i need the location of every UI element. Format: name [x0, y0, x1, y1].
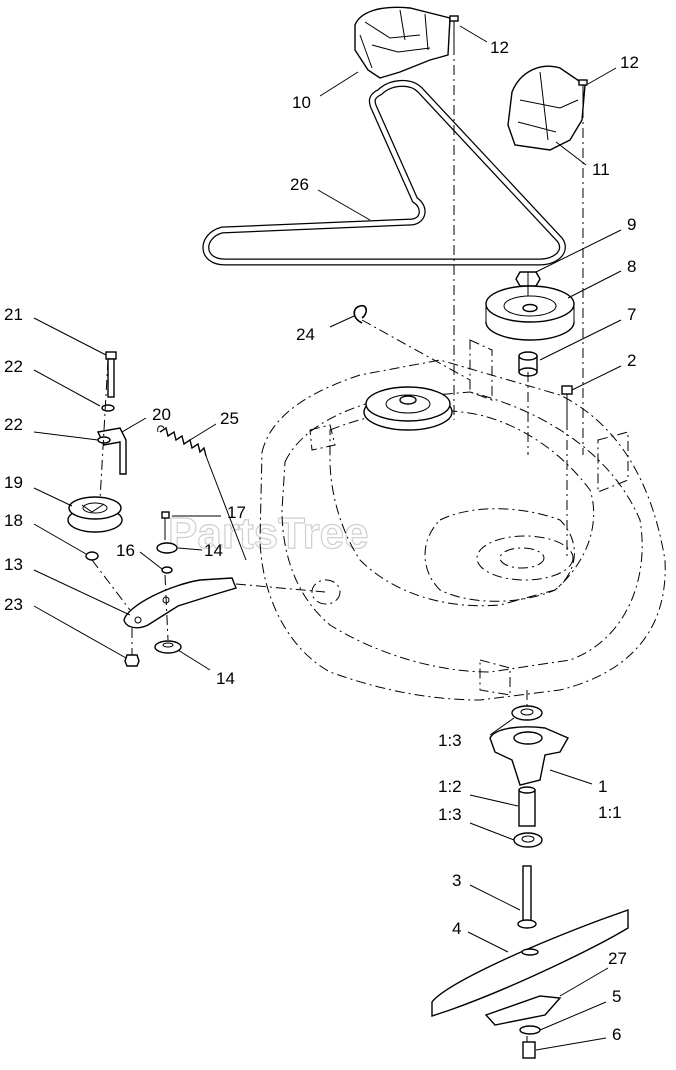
- spacer-14-upper: [156, 542, 178, 554]
- idler-arm-13: [123, 577, 237, 629]
- washer-22-upper: [101, 404, 115, 412]
- callout-23: 23: [4, 595, 23, 614]
- spindle-housing-1: [489, 726, 569, 786]
- spacer-7: [518, 351, 538, 377]
- bolt-17: [161, 511, 170, 540]
- callout-16: 16: [116, 541, 135, 560]
- drive-belt: [202, 80, 566, 266]
- callout-12: 12: [490, 38, 509, 57]
- callout-labels: 12 12 10 11 26 9 8 7 2 24 21 22 22 20 25…: [4, 38, 639, 1044]
- idler-bolt-21: [105, 351, 117, 398]
- washer-5: [519, 1025, 541, 1035]
- callout-12: 12: [620, 53, 639, 72]
- bearing-1-3-upper: [511, 705, 543, 721]
- spacer-18: [85, 551, 99, 561]
- callout-17: 17: [227, 503, 246, 522]
- callout-22: 22: [4, 415, 23, 434]
- spindle-pulley-8: [485, 285, 575, 341]
- callout-10: 10: [292, 93, 311, 112]
- callout-8: 8: [627, 257, 636, 276]
- callout-21: 21: [4, 305, 23, 324]
- callout-1: 1: [598, 777, 607, 796]
- callout-1-1: 1:1: [598, 803, 622, 822]
- spindle-shaft-sleeve-1-2: [518, 786, 536, 827]
- deck-spindle-pulley: [363, 386, 453, 431]
- nut-9: [515, 271, 541, 287]
- washer-22-lower: [97, 436, 111, 444]
- bolt-12-left: [449, 15, 459, 45]
- callout-13: 13: [4, 555, 23, 574]
- blade-adapter-27: [484, 995, 562, 1026]
- mower-deck: [259, 339, 666, 701]
- bolt-6: [522, 1041, 536, 1059]
- callout-18: 18: [4, 511, 23, 530]
- bolt-12-right: [578, 79, 588, 108]
- belt-cover-left: [354, 6, 451, 79]
- callout-4: 4: [452, 919, 461, 938]
- callout-5: 5: [612, 987, 621, 1006]
- belt-cover-right: [507, 65, 586, 151]
- bolt-2: [561, 385, 573, 420]
- blade-4: [431, 909, 629, 1017]
- callout-1-2: 1:2: [438, 777, 462, 796]
- callout-6: 6: [612, 1025, 621, 1044]
- callout-24: 24: [296, 325, 315, 344]
- callout-1-3: 1:3: [438, 805, 462, 824]
- idler-pulley-19: [67, 496, 123, 533]
- callout-11: 11: [592, 160, 610, 179]
- callout-19: 19: [4, 473, 23, 492]
- leader-lines: [33, 25, 622, 1051]
- callout-1-3: 1:3: [438, 731, 462, 750]
- spacer-14-lower: [154, 640, 182, 654]
- spring-25: [157, 425, 247, 561]
- washer-16: [161, 566, 173, 574]
- callout-25: 25: [220, 409, 239, 428]
- callout-9: 9: [627, 215, 636, 234]
- callout-7: 7: [627, 305, 636, 324]
- alignment-lines: [91, 45, 584, 1042]
- callout-26: 26: [290, 175, 309, 194]
- callout-2: 2: [627, 351, 636, 370]
- callout-3: 3: [452, 871, 461, 890]
- callout-27: 27: [608, 949, 627, 968]
- nut-23: [124, 654, 140, 667]
- spindle-shaft-3: [517, 865, 537, 929]
- callout-14: 14: [216, 669, 235, 688]
- callout-22: 22: [4, 357, 23, 376]
- callout-20: 20: [152, 405, 171, 424]
- hair-pin-24: [353, 304, 368, 324]
- callout-14: 14: [204, 541, 223, 560]
- bearing-1-3-lower: [513, 832, 543, 848]
